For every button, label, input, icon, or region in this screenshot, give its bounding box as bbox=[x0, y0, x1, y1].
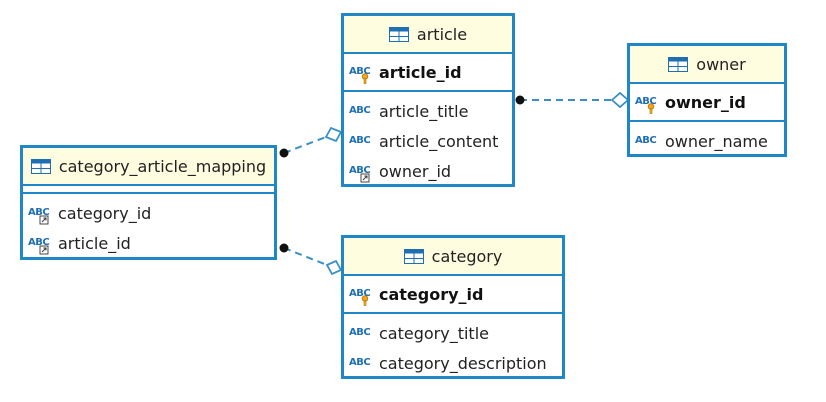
abc-icon: ABC bbox=[635, 96, 659, 114]
entity-header[interactable]: category_article_mapping bbox=[23, 148, 274, 186]
relationship-article-owner[interactable] bbox=[515, 91, 630, 109]
entity-title: article bbox=[416, 24, 468, 44]
entity-header[interactable]: article bbox=[344, 16, 512, 54]
column-category-description[interactable]: ABC category_description bbox=[344, 348, 562, 378]
entity-header[interactable]: category bbox=[344, 238, 562, 276]
link-icon bbox=[39, 214, 49, 225]
abc-icon: ABC bbox=[349, 357, 371, 368]
column-label: category_id bbox=[379, 284, 484, 304]
abc-icon: ABC bbox=[28, 207, 52, 225]
column-category-id[interactable]: ABC category_id bbox=[344, 279, 562, 309]
column-article-id[interactable]: ABC article_id bbox=[344, 57, 512, 87]
column-article-content[interactable]: ABC article_content bbox=[344, 126, 512, 156]
relationship-mapping-article[interactable] bbox=[279, 126, 343, 158]
one-end-diamond bbox=[325, 259, 343, 276]
entity-article[interactable]: article ABC article_id ABC article_title… bbox=[341, 13, 515, 187]
abc-icon: ABC bbox=[349, 105, 371, 116]
column-label: owner_id bbox=[379, 161, 452, 181]
column-label: article_id bbox=[379, 62, 462, 82]
entity-title: category bbox=[431, 246, 503, 266]
abc-icon: ABC bbox=[349, 327, 371, 338]
entity-header[interactable]: owner bbox=[630, 46, 784, 84]
column-category-id-fk[interactable]: ABC category_id bbox=[23, 198, 274, 228]
link-icon bbox=[39, 244, 49, 255]
key-icon bbox=[646, 103, 656, 114]
abc-icon: ABC bbox=[349, 135, 371, 146]
column-article-title[interactable]: ABC article_title bbox=[344, 96, 512, 126]
column-category-title[interactable]: ABC category_title bbox=[344, 318, 562, 348]
entity-title: owner bbox=[696, 54, 746, 74]
column-label: article_title bbox=[379, 101, 469, 121]
column-label: category_title bbox=[379, 323, 489, 343]
column-label: category_id bbox=[58, 203, 152, 223]
table-icon bbox=[668, 56, 689, 72]
abc-icon: ABC bbox=[349, 66, 373, 84]
relationship-mapping-category[interactable] bbox=[279, 243, 343, 276]
column-owner-id-fk[interactable]: ABC owner_id bbox=[344, 156, 512, 186]
table-icon bbox=[30, 158, 51, 174]
column-owner-id[interactable]: ABC owner_id bbox=[630, 87, 784, 117]
entity-category[interactable]: category ABC category_id ABC category_ti… bbox=[341, 235, 565, 379]
abc-icon: ABC bbox=[349, 288, 373, 306]
abc-icon: ABC bbox=[28, 237, 52, 255]
abc-icon: ABC bbox=[635, 135, 657, 146]
column-label: article_id bbox=[58, 233, 131, 253]
column-label: category_description bbox=[379, 353, 547, 373]
key-icon bbox=[360, 73, 370, 84]
many-end-dot bbox=[279, 243, 289, 253]
many-end-dot bbox=[279, 148, 289, 158]
entity-title: category_article_mapping bbox=[58, 156, 267, 176]
many-end-dot bbox=[515, 95, 525, 105]
column-owner-name[interactable]: ABC owner_name bbox=[630, 126, 784, 156]
abc-icon: ABC bbox=[349, 165, 373, 183]
one-end-diamond bbox=[610, 91, 630, 109]
table-icon bbox=[403, 248, 424, 264]
one-end-diamond bbox=[324, 126, 343, 143]
entity-category-article-mapping[interactable]: category_article_mapping ABC category_id… bbox=[20, 145, 277, 260]
column-article-id-fk[interactable]: ABC article_id bbox=[23, 228, 274, 258]
entity-owner[interactable]: owner ABC owner_id ABC owner_name bbox=[627, 43, 787, 157]
column-label: article_content bbox=[379, 131, 499, 151]
table-icon bbox=[388, 26, 409, 42]
link-icon bbox=[360, 172, 370, 183]
column-label: owner_name bbox=[665, 131, 768, 151]
column-label: owner_id bbox=[665, 92, 746, 112]
key-icon bbox=[360, 295, 370, 306]
